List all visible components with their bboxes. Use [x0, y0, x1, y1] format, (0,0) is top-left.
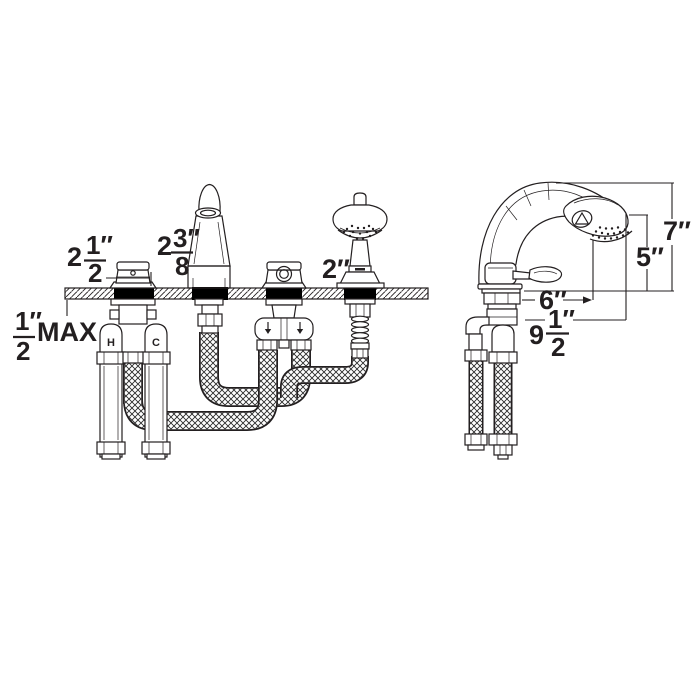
- diverter-valve-body: [254, 298, 314, 351]
- side-escutcheon: [477, 283, 523, 294]
- hand-shower-handle: [349, 239, 371, 267]
- dim-text: 8: [175, 251, 189, 281]
- supply-tube-fittings: [96, 351, 171, 460]
- dim-text: 1″: [15, 306, 42, 336]
- spray-face-lip: [337, 229, 383, 239]
- flow-arrow-icon: [264, 322, 272, 334]
- dimension-deck-thickness: 1″ 2 MAX: [13, 300, 97, 366]
- spout-base: [187, 265, 231, 289]
- dim-text: 6″: [539, 285, 567, 315]
- dimension-handle-spread: 2 1″ 2: [67, 230, 152, 288]
- hand-shower-head: [332, 204, 388, 232]
- hot-label: H: [107, 337, 115, 349]
- side-spray-dots: [591, 226, 630, 240]
- spout-outlet: [194, 207, 222, 219]
- deck-hole-handle: [114, 287, 154, 300]
- side-left-hose: [464, 349, 488, 451]
- hot-supply-tube: H: [99, 323, 123, 458]
- hand-shower: [332, 192, 388, 289]
- deck-hole-shower: [344, 287, 376, 300]
- handshower-logo-icon: [571, 210, 593, 228]
- handle-set-screw: [130, 270, 136, 276]
- spout-tip: [198, 183, 221, 213]
- mixer-outlet-hose: [123, 350, 278, 431]
- dim-text: 2″: [322, 254, 350, 284]
- arrow-icon: [583, 296, 592, 304]
- dim-text: 3″: [173, 223, 200, 253]
- side-handle: [484, 262, 563, 285]
- dimension-reach: 6″: [522, 240, 594, 315]
- mixer-valve-body: [109, 298, 157, 325]
- mixer-handle: [108, 261, 158, 289]
- mounting-deck: [64, 287, 429, 300]
- cold-supply-tube: C: [144, 323, 168, 458]
- dim-text: 2: [157, 231, 172, 261]
- hose-coil: [350, 315, 370, 345]
- spout: [187, 183, 231, 289]
- dimension-outlet-height: 5″: [629, 214, 664, 291]
- lever-grip: [528, 266, 563, 283]
- spray-face-dots: [342, 224, 378, 240]
- flow-arrow-icon: [296, 322, 304, 334]
- dimension-overall-reach: 9 1″ 2: [525, 213, 627, 362]
- deck-hole-diverter: [266, 287, 302, 300]
- hand-shower-shank: [344, 298, 376, 359]
- dim-text: 1″: [548, 304, 575, 334]
- dim-qualifier: MAX: [37, 317, 97, 347]
- side-shank-assembly: [465, 292, 521, 353]
- deck-hole-spout: [192, 287, 228, 300]
- dim-text: 7″: [663, 216, 691, 246]
- spout-shank: [194, 298, 224, 334]
- dim-text: 1″: [86, 230, 113, 260]
- handshower-supply-hose: [280, 353, 369, 398]
- diverter: [260, 261, 308, 289]
- spout-supply-hose: [199, 332, 311, 407]
- dim-text: 5″: [636, 242, 664, 272]
- hand-shower-cap: [353, 192, 367, 206]
- dim-text: 2: [16, 336, 30, 366]
- dimension-shower-hole: 2″: [322, 254, 350, 284]
- dimension-spout-base: 2 3″ 8: [157, 223, 200, 281]
- dim-text: 9: [529, 320, 544, 350]
- side-view: 7″ 5″ 6″ 9 1″ 2: [464, 181, 691, 460]
- dim-text: 2: [67, 242, 82, 272]
- dim-text: 2: [88, 258, 102, 288]
- dim-text: 2: [551, 332, 565, 362]
- side-shower-head: [563, 195, 633, 243]
- cold-label: C: [152, 337, 160, 349]
- diverter-ring: [275, 265, 293, 283]
- dimension-overall-height: 7″: [524, 182, 691, 292]
- side-right-hose: [488, 351, 518, 460]
- side-elbow: [465, 316, 490, 335]
- front-view: H C: [13, 183, 429, 460]
